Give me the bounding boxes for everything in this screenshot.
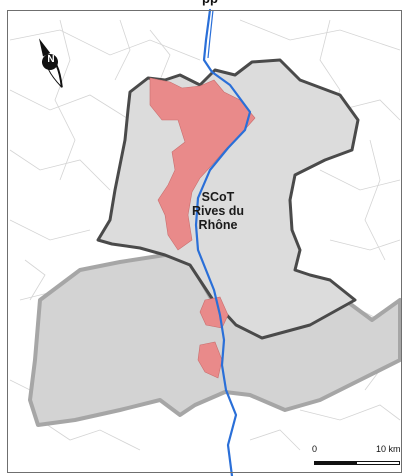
highlight-south-2 <box>197 341 223 379</box>
scale-bar-segment <box>314 461 357 465</box>
scot-label-line-3: Rhône <box>198 218 238 232</box>
scot-label-line-1: SCoT <box>201 190 235 204</box>
scale-end-label: 10 km <box>376 444 401 454</box>
scot-territory <box>96 58 360 340</box>
highlight-north <box>149 77 256 251</box>
scot-label-line-2: Rives du <box>191 204 245 218</box>
scot-label: SCoT Rives du Rhône <box>188 190 248 232</box>
north-arrow-letter: N <box>47 54 55 65</box>
rhone-river-branch <box>207 9 214 59</box>
scale-start-label: 0 <box>312 444 318 454</box>
scale-bar: 0 10 km <box>310 444 405 474</box>
map-title-fragment: pp <box>150 0 270 6</box>
north-arrow-icon <box>39 38 63 88</box>
rhone-river <box>194 8 252 476</box>
